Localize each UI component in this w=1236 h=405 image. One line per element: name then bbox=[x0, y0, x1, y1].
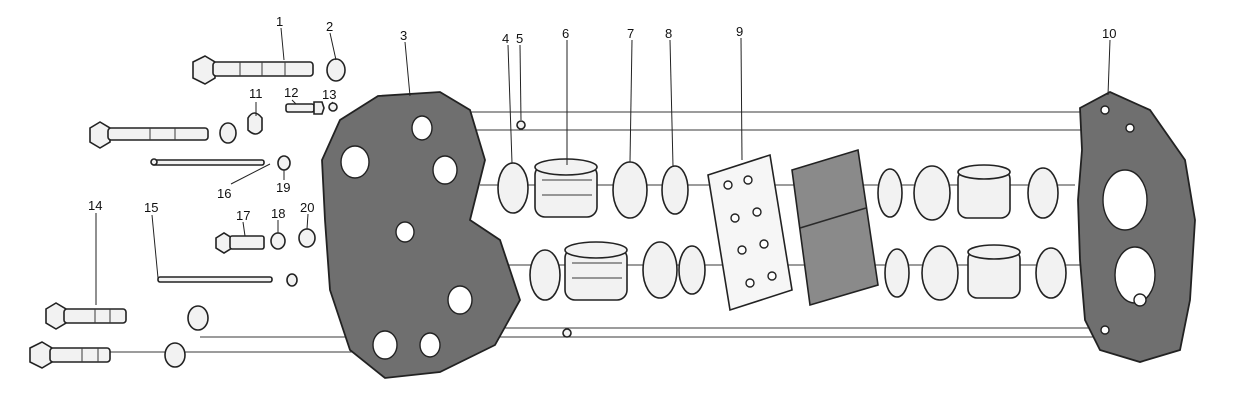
callout-17: 17 bbox=[236, 208, 250, 223]
part-13-ball bbox=[328, 102, 338, 112]
callout-15: 15 bbox=[144, 200, 158, 215]
callout-20: 20 bbox=[300, 200, 314, 215]
callout-9: 9 bbox=[736, 24, 743, 39]
callout-16: 16 bbox=[217, 186, 231, 201]
part-7-dust-boot-upper bbox=[612, 161, 648, 219]
callout-4: 4 bbox=[502, 31, 509, 46]
callout-5: 5 bbox=[516, 31, 523, 46]
callout-1: 1 bbox=[276, 14, 283, 29]
part-2-washer bbox=[326, 58, 346, 82]
seal-ring-right-lower-2 bbox=[1035, 247, 1067, 299]
callout-6: 6 bbox=[562, 26, 569, 41]
seal-ring-right-lower bbox=[884, 248, 910, 298]
part-17-bolt bbox=[215, 232, 265, 254]
callout-2: 2 bbox=[326, 19, 333, 34]
part-16-retaining-pin bbox=[150, 158, 265, 166]
piston-right-lower bbox=[967, 244, 1021, 299]
part-20-nut bbox=[298, 228, 316, 248]
part-8-ring-upper bbox=[661, 165, 689, 215]
lower-mounting-bolt bbox=[29, 341, 186, 369]
part-1-bolt bbox=[192, 55, 314, 85]
callout-18: 18 bbox=[271, 206, 285, 221]
part-18-washer bbox=[270, 232, 286, 250]
callout-8: 8 bbox=[665, 26, 672, 41]
part-10-caliper-housing-right bbox=[1077, 90, 1196, 363]
part-4-seal-ring-lower bbox=[529, 249, 561, 301]
callout-13: 13 bbox=[322, 87, 336, 102]
seal-ring-right-upper bbox=[877, 168, 903, 218]
brake-pad bbox=[791, 148, 879, 307]
callout-14: 14 bbox=[88, 198, 102, 213]
part-19-washer bbox=[277, 155, 291, 171]
part-3-caliper-housing-left bbox=[321, 91, 521, 379]
part-12-bleeder-valve bbox=[285, 101, 325, 115]
part-15-retaining-pin bbox=[157, 273, 298, 287]
banjo-bolt-assembly bbox=[89, 121, 237, 149]
ball-lower bbox=[562, 328, 572, 338]
part-8-ring-lower bbox=[678, 245, 706, 295]
seal-ring-right-upper-2 bbox=[1027, 167, 1059, 219]
piston-right-upper bbox=[957, 164, 1011, 219]
part-6-piston-upper bbox=[534, 158, 598, 218]
part-14-mounting-bolt bbox=[45, 302, 209, 331]
part-4-seal-ring-upper bbox=[497, 162, 529, 214]
callout-labels: 1 2 3 4 5 6 7 8 9 10 11 12 13 14 15 16 1… bbox=[88, 14, 1116, 223]
part-11-bleeder-cap bbox=[247, 112, 263, 135]
part-5-ball bbox=[516, 120, 526, 130]
callout-11: 11 bbox=[249, 86, 263, 101]
dust-boot-right-lower bbox=[921, 245, 959, 301]
callout-19: 19 bbox=[276, 180, 290, 195]
callout-3: 3 bbox=[400, 28, 407, 43]
callout-12: 12 bbox=[284, 85, 298, 100]
dust-boot-right-upper bbox=[913, 165, 951, 221]
part-9-backing-plate bbox=[707, 153, 793, 312]
assembly-axis-lines bbox=[110, 111, 1100, 353]
callout-7: 7 bbox=[627, 26, 634, 41]
leader-lines bbox=[95, 27, 1111, 305]
part-6-piston-lower bbox=[564, 241, 628, 301]
part-7-dust-boot-lower bbox=[642, 241, 678, 299]
callout-10: 10 bbox=[1102, 26, 1116, 41]
